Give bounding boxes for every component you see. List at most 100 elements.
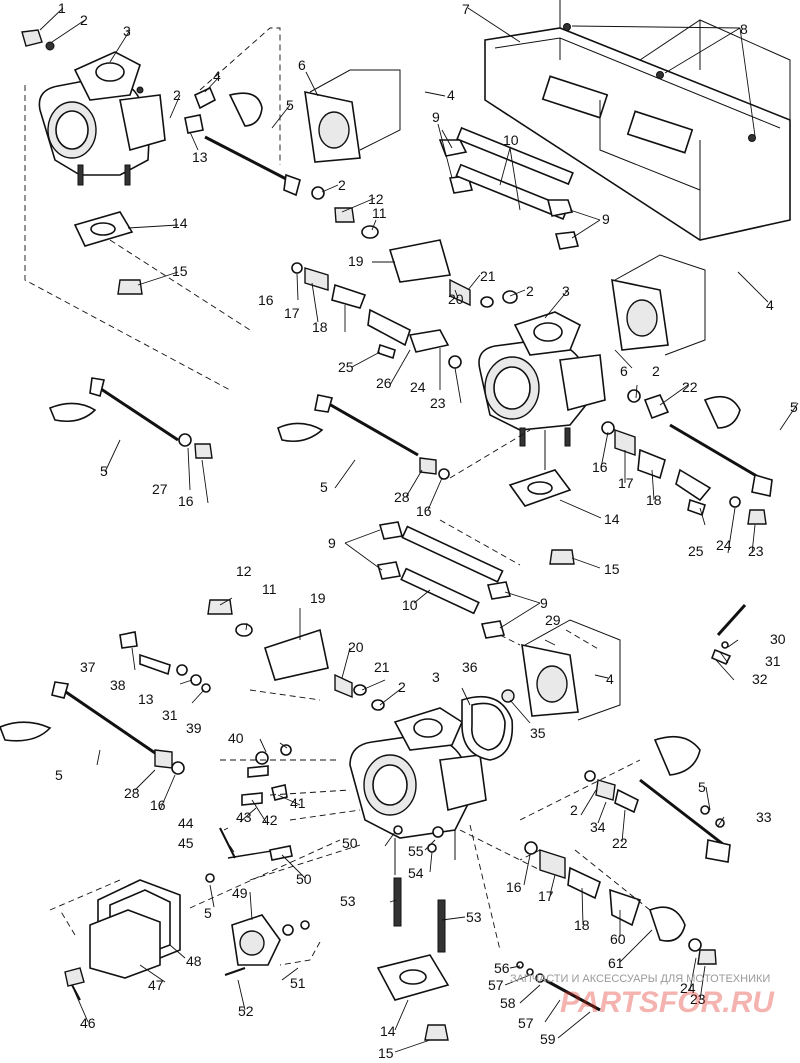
idle-screw-58-59 xyxy=(516,961,601,1012)
callout-52: 52 xyxy=(238,1003,254,1019)
studs-53 xyxy=(376,825,450,1041)
callout-9: 9 xyxy=(432,109,440,125)
callout-60: 60 xyxy=(610,931,626,947)
callout-labels: 1 2 3 4 2 5 13 14 15 6 4 9 10 7 8 9 2 12… xyxy=(55,0,798,1061)
throttle-shaft-left-1 xyxy=(48,377,213,459)
callout-21: 21 xyxy=(480,268,496,284)
callout-5: 5 xyxy=(204,905,212,921)
callout-1: 1 xyxy=(58,0,66,16)
fitting-1 xyxy=(21,29,55,51)
callout-47: 47 xyxy=(148,977,164,993)
callout-11: 11 xyxy=(262,581,277,597)
callout-53: 53 xyxy=(340,893,356,909)
callout-15: 15 xyxy=(604,561,620,577)
watermark-logo: PARTSFOR.RU xyxy=(560,986,775,1019)
callout-15: 15 xyxy=(378,1045,394,1061)
throttle-shaft-lower-right xyxy=(584,735,731,863)
callout-5: 5 xyxy=(790,399,798,415)
hoses-10-upper xyxy=(438,126,580,250)
callout-5: 5 xyxy=(100,463,108,479)
nut-15-upper-left xyxy=(117,279,143,295)
screw-46 xyxy=(64,967,85,1001)
callout-32: 32 xyxy=(752,671,768,687)
callout-61: 61 xyxy=(608,955,624,971)
callout-18: 18 xyxy=(574,917,590,933)
callout-2: 2 xyxy=(652,363,660,379)
callout-26: 26 xyxy=(376,375,392,391)
callout-18: 18 xyxy=(646,492,662,508)
choke-shaft-lower-left xyxy=(0,631,211,775)
callout-31: 31 xyxy=(162,707,178,723)
callout-17: 17 xyxy=(284,305,300,321)
throttle-linkage-upper xyxy=(291,186,518,369)
callout-18: 18 xyxy=(312,319,328,335)
mounting-flange-29 xyxy=(521,619,621,721)
callout-5: 5 xyxy=(698,779,706,795)
carburetor-body-upper-left xyxy=(24,27,281,391)
callout-53: 53 xyxy=(466,909,482,925)
callout-58: 58 xyxy=(500,995,516,1011)
callout-46: 46 xyxy=(80,1015,96,1031)
callout-24: 24 xyxy=(410,379,426,395)
callout-15: 15 xyxy=(172,263,188,279)
throttle-shaft-left-2 xyxy=(277,394,450,480)
callout-30: 30 xyxy=(770,631,786,647)
callout-9: 9 xyxy=(328,535,336,551)
callout-24: 24 xyxy=(716,537,732,553)
callout-57: 57 xyxy=(518,1015,534,1031)
callout-21: 21 xyxy=(374,659,390,675)
callout-44: 44 xyxy=(178,815,194,831)
callout-36: 36 xyxy=(462,659,478,675)
callout-34: 34 xyxy=(590,819,606,835)
callout-23: 23 xyxy=(430,395,446,411)
callout-16: 16 xyxy=(416,503,432,519)
callout-50: 50 xyxy=(342,835,358,851)
callout-16: 16 xyxy=(506,879,522,895)
callout-27: 27 xyxy=(152,481,168,497)
callout-20: 20 xyxy=(348,639,364,655)
callout-4: 4 xyxy=(606,671,614,687)
callout-38: 38 xyxy=(110,677,126,693)
carburetor-body-middle-right xyxy=(478,311,606,470)
pump-cover-49 xyxy=(224,914,310,976)
screw-30-group xyxy=(710,603,747,666)
callout-2: 2 xyxy=(80,12,88,28)
callout-10: 10 xyxy=(503,132,519,148)
mounting-rail xyxy=(484,0,791,241)
callout-24: 24 xyxy=(680,980,696,996)
mounting-flange-6-middle xyxy=(611,254,706,356)
callout-23: 23 xyxy=(690,991,706,1007)
callout-2: 2 xyxy=(338,177,346,193)
callout-40: 40 xyxy=(228,730,244,746)
callout-23: 23 xyxy=(748,543,764,559)
callout-9: 9 xyxy=(540,595,548,611)
gasket-36 xyxy=(461,696,514,761)
callout-3: 3 xyxy=(562,283,570,299)
callout-19: 19 xyxy=(310,590,326,606)
callout-2: 2 xyxy=(570,802,578,818)
callout-51: 51 xyxy=(290,975,306,991)
callout-17: 17 xyxy=(538,888,554,904)
leader-lines xyxy=(39,7,799,1053)
callout-5: 5 xyxy=(55,767,63,783)
throttle-linkage-lower xyxy=(207,599,385,711)
throttle-shaft-upper xyxy=(184,86,301,197)
callout-48: 48 xyxy=(186,953,202,969)
callout-12: 12 xyxy=(368,191,384,207)
callout-3: 3 xyxy=(123,23,131,39)
callout-28: 28 xyxy=(394,489,410,505)
callout-16: 16 xyxy=(150,797,166,813)
carburetor-body-lower xyxy=(349,707,487,875)
callout-5: 5 xyxy=(320,479,328,495)
callout-6: 6 xyxy=(620,363,628,379)
callout-14: 14 xyxy=(172,215,188,231)
callout-2: 2 xyxy=(526,283,534,299)
callout-3: 3 xyxy=(432,669,440,685)
callout-17: 17 xyxy=(618,475,634,491)
callout-5: 5 xyxy=(286,97,294,113)
callout-56: 56 xyxy=(494,960,510,976)
float-bowl-48 xyxy=(89,879,181,979)
callout-22: 22 xyxy=(612,835,628,851)
callout-54: 54 xyxy=(408,865,424,881)
